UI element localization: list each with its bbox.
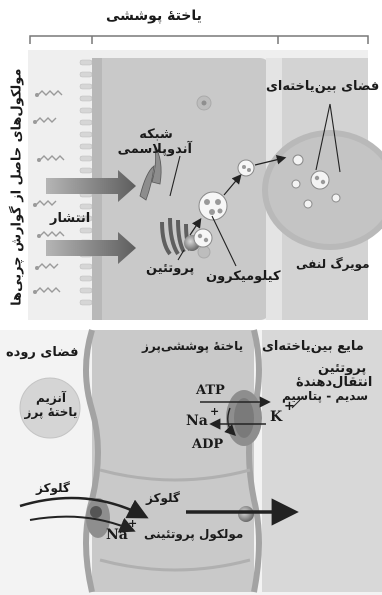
villus-epithelial-cell-label: یاختهٔ پوششی‌پرز	[142, 339, 244, 353]
epithelial-cell-body	[92, 58, 270, 320]
protein-molecule-label: مولکول پروتئینی	[144, 527, 244, 541]
intestine-space-label: فضای روده	[6, 345, 79, 360]
sodium-potassium-pump	[226, 390, 262, 446]
pump-protein-label-line2: انتقال‌دهندهٔ	[296, 375, 373, 390]
enzyme-blob	[19, 377, 81, 439]
k-label: K	[270, 409, 283, 425]
top-panel	[28, 35, 382, 320]
endoplasmic-reticulum	[139, 143, 162, 201]
glucose-arrows	[19, 496, 299, 533]
diffusion-arrows	[46, 170, 136, 264]
fatty-acid-molecules	[35, 90, 65, 293]
pathway-arrows	[189, 155, 287, 236]
interstitial-space-label: فضای بین‌یاخته‌ای	[266, 79, 380, 94]
pump-protein-label-line3: سدیم - پتاسیم	[282, 389, 369, 403]
right-neighbor-cell	[262, 330, 382, 592]
adp-label: ADP	[192, 437, 224, 452]
villus-cell	[92, 330, 254, 592]
interstitial-fluid-label: مایع بین‌یاخته‌ای	[262, 339, 364, 354]
epithelial-cell-title: یاختهٔ پوششی	[106, 8, 202, 24]
atp-label: ATP	[196, 383, 225, 398]
fat-digestion-molecules-label: مولکول‌های حاصل از گوارش چربی‌ها	[9, 68, 25, 306]
glucose-ball-right	[238, 506, 254, 522]
k-plus: +	[284, 399, 295, 414]
enzyme-label: آنزیم یاختهٔ پرز	[24, 391, 78, 419]
glucose-ball-left	[90, 506, 102, 518]
er-label: شبکه آندوپلاسمی	[117, 127, 192, 157]
chylomicron-vesicles	[193, 159, 255, 248]
lymph-chylomicrons	[291, 154, 341, 209]
glucose-label-right: گلوکز	[146, 491, 180, 505]
leader-lines	[169, 103, 341, 267]
protein-label-top: پروتئین	[146, 261, 195, 276]
chylomicron-label: کیلومیکرون	[206, 269, 281, 284]
bottom-panel	[0, 329, 382, 595]
epithelial-bracket	[29, 35, 369, 44]
villus-cell-left-edge	[83, 329, 101, 593]
pump-arrows	[200, 396, 271, 436]
na-plus-pump: +	[210, 405, 220, 418]
na-plus-cotransport: +	[128, 517, 138, 530]
lymph-capillary-label: مویرگ لنفی	[296, 257, 370, 271]
glucose-label-left: گلوکز	[36, 481, 70, 495]
na-label-cotransport: Na	[106, 527, 128, 543]
villus-cell-right-edge	[246, 329, 262, 593]
na-label-pump: Na	[186, 413, 208, 429]
pump-protein-label-line1: پروتئین	[318, 361, 367, 376]
diffusion-label: انتشار	[50, 211, 91, 226]
